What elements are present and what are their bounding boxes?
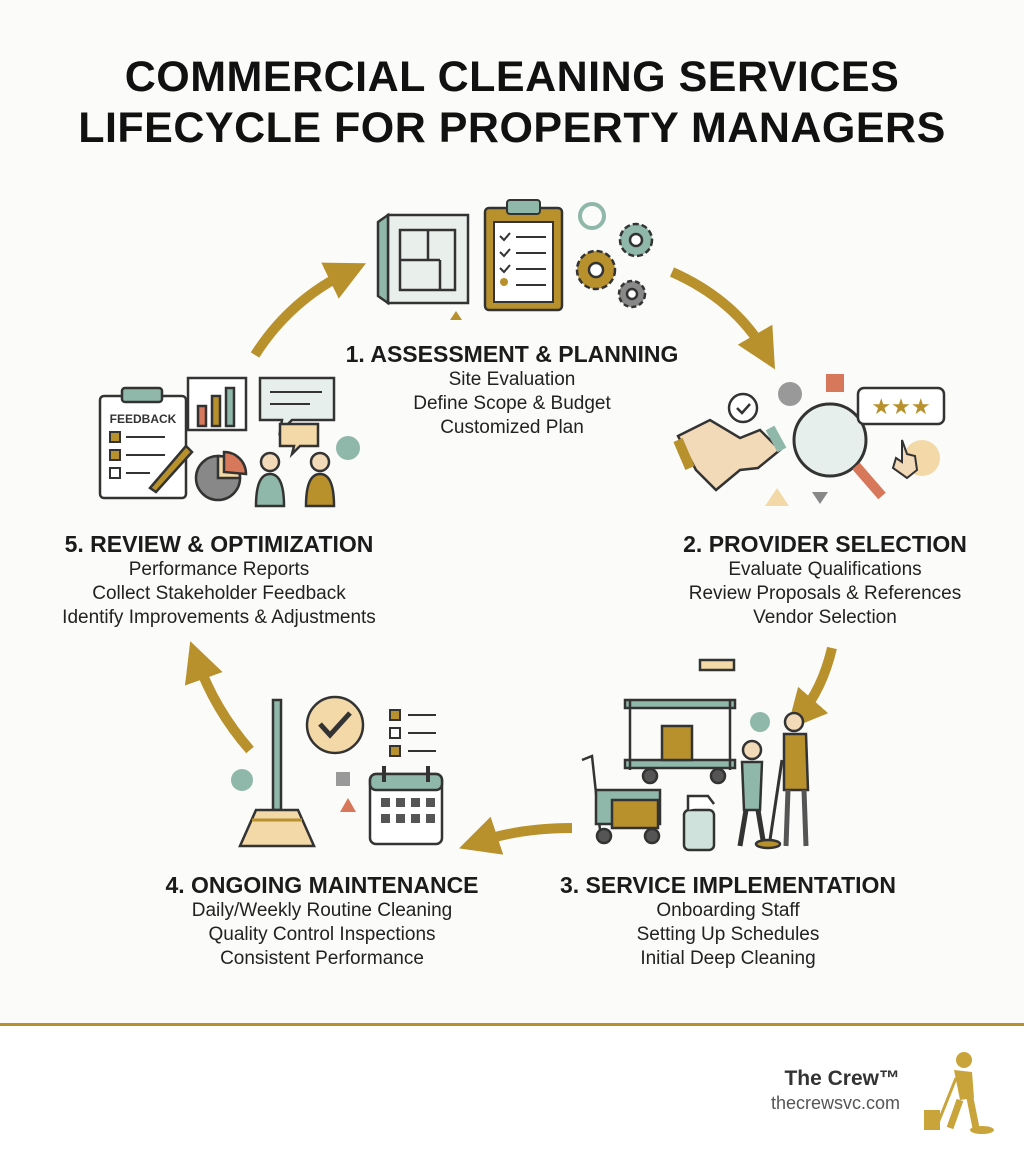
- stage-title: 2. PROVIDER SELECTION: [683, 531, 967, 557]
- spray-bottle-icon: [682, 794, 716, 852]
- cycle-arrow-5-to-1: [250, 262, 367, 358]
- stage-item: Quality Control Inspections: [208, 924, 436, 945]
- stage-item: Onboarding Staff: [656, 900, 800, 921]
- stage-provider-selection: 2. PROVIDER SELECTION Evaluate Qualifica…: [660, 530, 990, 630]
- stage-item: Collect Stakeholder Feedback: [92, 583, 346, 604]
- stage-item: Customized Plan: [440, 417, 584, 438]
- triangle-decoration: [450, 311, 462, 320]
- title-line-1: COMMERCIAL CLEANING SERVICES: [124, 53, 900, 101]
- star-rating-icon: ★★★: [856, 386, 946, 426]
- cycle-arrow-1-to-2: [669, 267, 776, 370]
- speech-bubble-icon: [258, 376, 336, 459]
- feedback-clipboard-icon: FEEDBACK: [98, 386, 194, 500]
- stage-item: Initial Deep Cleaning: [640, 948, 816, 969]
- cleaning-cart-icon: [623, 658, 737, 785]
- stage-review-optimization: 5. REVIEW & OPTIMIZATION Performance Rep…: [29, 530, 409, 630]
- brand-block: The Crew™ thecrewsvc.com: [771, 1066, 900, 1114]
- cleaning-staff-icon: [737, 711, 810, 850]
- calendar-icon: [368, 766, 444, 846]
- gears-icon: [575, 222, 654, 309]
- stage-assessment-planning: 1. ASSESSMENT & PLANNING Site Evaluation…: [312, 340, 712, 440]
- triangle-decoration: [340, 798, 356, 812]
- stage-item: Review Proposals & References: [688, 583, 962, 604]
- circle-decoration: [336, 436, 360, 460]
- stage-item: Identify Improvements & Adjustments: [62, 607, 376, 628]
- floor-plan-icon: [376, 212, 470, 306]
- title-line-2: LIFECYCLE FOR PROPERTY MANAGERS: [78, 104, 946, 152]
- stage-title: 4. ONGOING MAINTENANCE: [165, 872, 479, 898]
- footer-divider: [0, 1023, 1024, 1026]
- brand-name: The Crew™: [784, 1067, 900, 1090]
- stage-item: Define Scope & Budget: [413, 393, 611, 414]
- footer: [0, 1026, 1024, 1154]
- stage-item: Site Evaluation: [448, 369, 576, 390]
- svg-text:★★★: ★★★: [871, 395, 930, 420]
- brand-url: thecrewsvc.com: [770, 1093, 900, 1113]
- triangle-decoration: [812, 492, 828, 504]
- mop-bucket-icon: [581, 754, 662, 845]
- pie-chart-icon: [194, 450, 248, 502]
- stage-ongoing-maintenance: 4. ONGOING MAINTENANCE Daily/Weekly Rout…: [137, 871, 507, 971]
- handshake-icon: [673, 418, 787, 492]
- feedback-label: FEEDBACK: [110, 412, 177, 426]
- cycle-arrow-2-to-3: [786, 646, 837, 731]
- stage-title: 3. SERVICE IMPLEMENTATION: [559, 872, 897, 898]
- circle-decoration: [750, 712, 770, 732]
- stage-item: Vendor Selection: [753, 607, 897, 628]
- stage-item: Daily/Weekly Routine Cleaning: [191, 900, 453, 921]
- checklist-icon: [389, 709, 436, 757]
- clipboard-checklist-icon: [483, 199, 564, 312]
- stage-title: 5. REVIEW & OPTIMIZATION: [64, 531, 374, 557]
- cycle-arrow-4-to-5: [184, 641, 254, 754]
- people-icon: [254, 451, 336, 508]
- stage-item: Setting Up Schedules: [636, 924, 820, 945]
- circle-decoration: [778, 382, 802, 406]
- stage-service-implementation: 3. SERVICE IMPLEMENTATION Onboarding Sta…: [543, 871, 913, 971]
- stage-item: Performance Reports: [128, 559, 310, 580]
- check-badge-icon: [305, 695, 365, 755]
- pointer-hand-icon: [891, 439, 919, 480]
- check-circle-icon: [727, 392, 759, 424]
- circle-decoration: [231, 769, 253, 791]
- ring-decoration: [578, 202, 606, 230]
- magnifying-glass-icon: [792, 402, 886, 500]
- bar-chart-icon: [186, 376, 248, 432]
- stage-item: Evaluate Qualifications: [728, 559, 922, 580]
- stage-item: Consistent Performance: [220, 948, 424, 969]
- crew-logo-icon: [924, 1052, 994, 1134]
- broom-icon: [238, 698, 316, 848]
- triangle-decoration: [765, 488, 789, 506]
- square-decoration: [826, 374, 844, 392]
- diagram-title: COMMERCIAL CLEANING SERVICES LIFECYCLE F…: [0, 52, 1024, 154]
- cycle-arrow-3-to-4: [459, 816, 573, 855]
- stage-title: 1. ASSESSMENT & PLANNING: [345, 341, 679, 367]
- square-decoration: [336, 772, 350, 786]
